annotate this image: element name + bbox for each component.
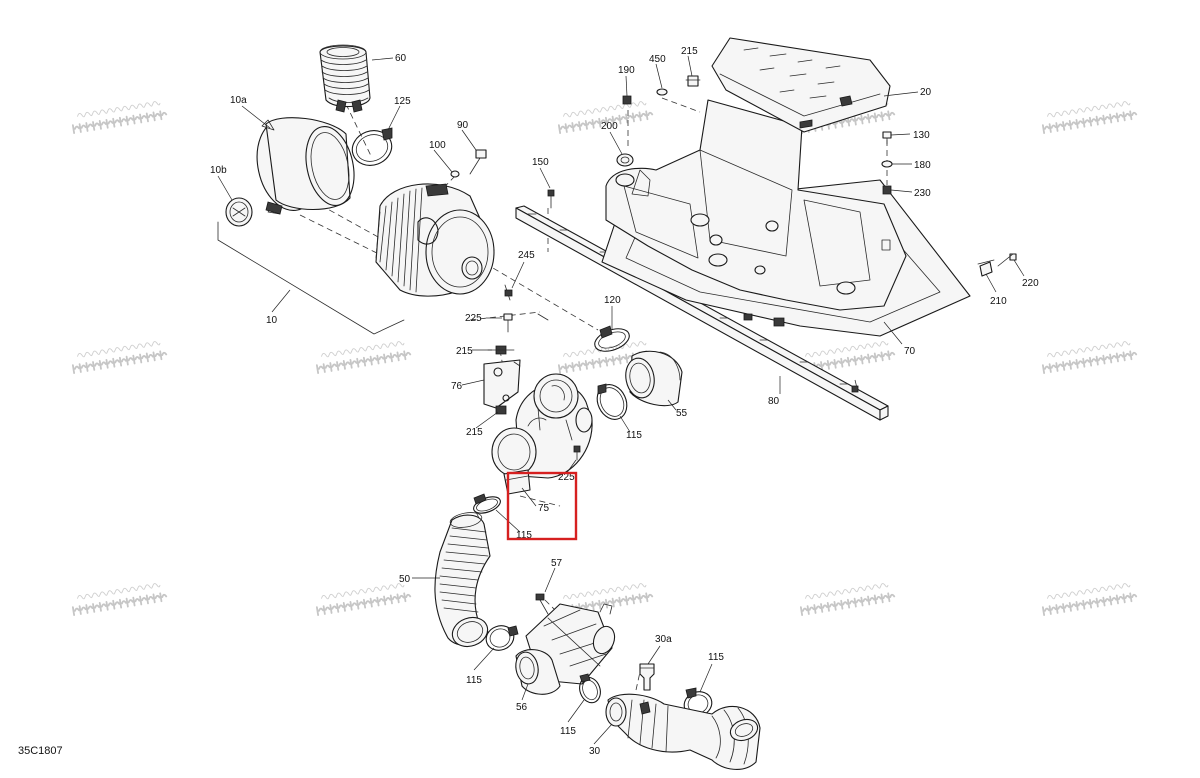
lid-20 <box>711 37 891 133</box>
highlight-box <box>506 471 578 541</box>
clamp-120 <box>594 325 630 352</box>
watermark-mark <box>71 341 168 374</box>
callout-100: 100 <box>429 140 446 151</box>
callout-30a: 30a <box>655 634 672 645</box>
callout-10a: 10a <box>230 95 247 106</box>
tray <box>605 99 907 311</box>
callout-10b: 10b <box>210 165 227 176</box>
clamp-115-b <box>473 493 501 514</box>
filter-plug-10b <box>225 197 253 227</box>
callout-115-c: 115 <box>466 675 482 686</box>
callout-180: 180 <box>914 160 931 171</box>
clip-210 <box>977 259 995 277</box>
watermark-mark <box>315 583 412 616</box>
callout-115-d: 115 <box>560 726 576 737</box>
callout-10: 10 <box>266 315 278 326</box>
watermark-mark <box>1041 101 1138 134</box>
diagram-code: 35C1807 <box>18 745 63 757</box>
watermark-layer <box>71 101 1138 616</box>
clamp-115-a <box>596 383 628 420</box>
callout-130: 130 <box>913 130 930 141</box>
callout-115-e: 115 <box>708 652 724 663</box>
nut-215-upper <box>487 345 515 355</box>
leader-lines <box>217 55 1025 745</box>
callout-230: 230 <box>914 188 931 199</box>
callout-70: 70 <box>904 346 916 357</box>
callout-200: 200 <box>601 121 618 132</box>
fastener-190 <box>622 95 632 105</box>
sleeve-under-75 <box>503 469 531 495</box>
callout-115-a: 115 <box>626 430 642 441</box>
callout-50: 50 <box>399 574 411 585</box>
air-filter-body-10 <box>375 183 495 297</box>
callout-245: 245 <box>518 250 535 261</box>
callout-76: 76 <box>451 381 463 392</box>
callout-150: 150 <box>532 157 549 168</box>
watermark-mark <box>71 583 168 616</box>
screw-150 <box>547 189 555 209</box>
pin-220 <box>997 253 1017 267</box>
clip-215-top <box>685 75 701 87</box>
callout-225-lower: 225 <box>558 472 575 483</box>
washer-100 <box>450 170 460 178</box>
bolt-90 <box>469 149 487 175</box>
screw-245 <box>504 284 549 321</box>
elbow-55 <box>625 350 683 407</box>
callout-labels: 60 10a 125 90 100 10b 10 245 225 215 76 … <box>210 46 1039 757</box>
callout-90: 90 <box>457 120 469 131</box>
intake-hose-50 <box>434 512 491 648</box>
clamp-125 <box>351 127 393 166</box>
washer-450 <box>656 88 668 96</box>
callout-60: 60 <box>395 53 407 64</box>
watermark-mark <box>799 583 896 616</box>
callout-215-upper: 215 <box>456 346 473 357</box>
screw-225-upper <box>503 313 513 333</box>
callout-56: 56 <box>516 702 528 713</box>
bracket-76 <box>483 359 521 409</box>
clamp-115-c <box>485 625 519 651</box>
watermark-mark <box>557 341 654 374</box>
throttle-adapter-75 <box>491 373 593 479</box>
callout-225-upper: 225 <box>465 313 482 324</box>
callout-115-b: 115 <box>516 530 532 541</box>
callout-190: 190 <box>618 65 635 76</box>
callout-215-top: 215 <box>681 46 698 57</box>
screw-57 <box>535 593 549 615</box>
callout-80: 80 <box>768 396 780 407</box>
intake-bellows-60 <box>319 44 371 113</box>
watermark-mark <box>1041 583 1138 616</box>
watermark-mark <box>557 101 654 134</box>
filter-housing-10a <box>256 117 355 215</box>
grommet-200 <box>616 153 634 167</box>
callout-75: 75 <box>538 503 550 514</box>
callout-20: 20 <box>920 87 932 98</box>
bracket-10-outline <box>217 221 405 335</box>
intake-tube-30 <box>605 693 761 770</box>
nut-215-lower <box>495 405 507 415</box>
callout-210: 210 <box>990 296 1007 307</box>
callout-30: 30 <box>589 746 601 757</box>
callout-120: 120 <box>604 295 621 306</box>
sensor-30a <box>639 663 655 691</box>
screw-130 <box>882 131 892 145</box>
callout-55: 55 <box>676 408 688 419</box>
callout-215-lower: 215 <box>466 427 483 438</box>
watermark-mark <box>71 101 168 134</box>
watermark-mark <box>1041 341 1138 374</box>
washer-180 <box>881 160 893 168</box>
callout-125: 125 <box>394 96 411 107</box>
screw-225-lower <box>573 445 581 461</box>
callout-57: 57 <box>551 558 563 569</box>
callout-450: 450 <box>649 54 666 65</box>
clamp-115-d <box>579 673 601 704</box>
callout-220: 220 <box>1022 278 1039 289</box>
throttle-body-56 <box>515 603 616 695</box>
watermark-mark <box>315 341 412 374</box>
nut-230 <box>882 185 892 195</box>
